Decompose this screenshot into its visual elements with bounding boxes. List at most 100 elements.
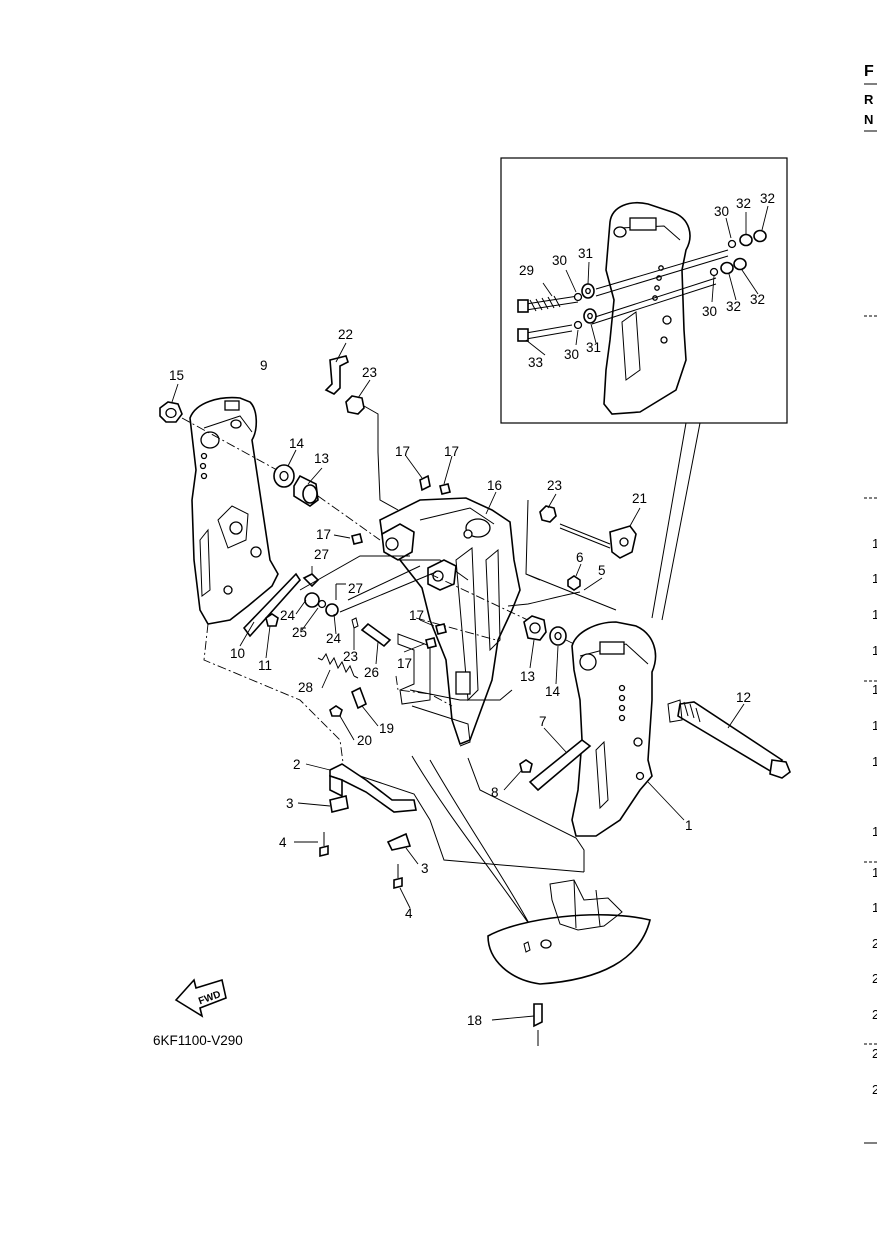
callout-11: 11 — [258, 658, 272, 673]
callout-32: 32 — [760, 191, 775, 206]
part-24-collars — [304, 592, 339, 617]
callout-32: 32 — [736, 196, 751, 211]
callout-3: 3 — [286, 796, 294, 811]
part-17-grease-nipples — [351, 474, 451, 649]
callout-27: 27 — [314, 547, 329, 562]
edge-number: 1 — [872, 754, 877, 769]
callout-31: 31 — [578, 246, 593, 261]
callout-30: 30 — [714, 204, 729, 219]
callout-17: 17 — [316, 527, 331, 542]
callout-4: 4 — [405, 906, 413, 921]
edge-number: 2 — [872, 971, 877, 986]
callout-14: 14 — [289, 436, 305, 451]
part-25-washer — [317, 599, 327, 609]
part-4-bolt — [319, 832, 403, 890]
callout-2: 2 — [293, 757, 301, 772]
edge-letter: N — [864, 112, 873, 127]
callout-5: 5 — [598, 563, 606, 578]
part-3-pad — [329, 795, 412, 851]
callout-23: 23 — [362, 365, 377, 380]
callout-4: 4 — [279, 835, 287, 850]
part-13-bushing — [293, 474, 319, 507]
part-6-bolt — [567, 575, 581, 591]
edge-number: 1 — [872, 900, 877, 915]
callout-25: 25 — [292, 625, 307, 640]
edge-number: 1 — [872, 824, 877, 839]
edge-number: 1 — [872, 536, 877, 551]
edge-number: 1 — [872, 865, 877, 880]
page-edge-fragment: F R N 1 1 1 1 1 1 1 1 1 1 2 2 2 2 2 — [864, 63, 877, 1144]
callout-17: 17 — [397, 656, 412, 671]
callout-labels: 1 2 3 3 4 4 5 6 7 8 9 10 11 12 13 13 14 … — [169, 191, 775, 1028]
part-7-plate — [528, 738, 592, 792]
edge-number: 1 — [872, 571, 877, 586]
part-11-bolt — [265, 613, 279, 627]
callout-27: 27 — [348, 581, 363, 596]
callout-24: 24 — [280, 608, 296, 623]
callout-3: 3 — [421, 861, 429, 876]
callout-14: 14 — [545, 684, 561, 699]
part-12-through-tube — [667, 699, 791, 779]
callout-8: 8 — [491, 785, 499, 800]
fwd-arrow-icon: FWD — [174, 978, 227, 1018]
callout-28: 28 — [298, 680, 313, 695]
callout-21: 21 — [632, 491, 647, 506]
callout-30: 30 — [702, 304, 717, 319]
callout-17: 17 — [395, 444, 410, 459]
part-15-nut — [159, 401, 183, 423]
callout-13: 13 — [520, 669, 535, 684]
callout-7: 7 — [539, 714, 547, 729]
edge-number: 1 — [872, 643, 877, 658]
callout-24: 24 — [326, 631, 342, 646]
swivel-bracket — [379, 497, 521, 747]
callout-13: 13 — [314, 451, 329, 466]
edge-number: 2 — [872, 1007, 877, 1022]
callout-12: 12 — [736, 690, 751, 705]
callout-33: 33 — [528, 355, 543, 370]
part-18-clip — [533, 1003, 543, 1046]
callout-6: 6 — [576, 550, 584, 565]
part-10-plate — [242, 572, 302, 638]
callout-17: 17 — [409, 608, 424, 623]
lower-casing — [487, 879, 651, 985]
edge-number: 2 — [872, 1082, 877, 1097]
part-26-pin — [360, 622, 392, 648]
edge-number: 1 — [872, 682, 877, 697]
callout-23: 23 — [343, 649, 358, 664]
edge-number: 2 — [872, 936, 877, 951]
part-22-lever — [324, 355, 349, 395]
inset-detail — [500, 157, 788, 424]
callout-32: 32 — [726, 299, 741, 314]
callout-31: 31 — [586, 340, 601, 355]
callout-22: 22 — [338, 327, 353, 342]
part-19-plate — [350, 686, 368, 710]
part-13-bushing-right — [523, 615, 547, 641]
callout-1: 1 — [685, 818, 693, 833]
part-21-tilt-stopper — [559, 523, 637, 559]
callout-29: 29 — [519, 263, 534, 278]
callout-30: 30 — [564, 347, 579, 362]
edge-number: 1 — [872, 607, 877, 622]
callout-23: 23 — [547, 478, 562, 493]
right-clamp-bracket — [571, 621, 657, 837]
callout-16: 16 — [487, 478, 502, 493]
callout-18: 18 — [467, 1013, 482, 1028]
diagram-code: 6KF1100-V290 — [153, 1033, 243, 1048]
callout-32: 32 — [750, 292, 765, 307]
callout-20: 20 — [357, 733, 372, 748]
left-clamp-bracket — [189, 396, 279, 625]
part-2-bracket — [329, 763, 417, 813]
part-28-spring — [317, 652, 359, 679]
callout-10: 10 — [230, 646, 245, 661]
callout-30: 30 — [552, 253, 567, 268]
edge-number: 2 — [872, 1046, 877, 1061]
edge-letter: F — [864, 63, 874, 80]
callout-26: 26 — [364, 665, 379, 680]
edge-letter: R — [864, 92, 874, 107]
part-23-bushing — [345, 395, 365, 415]
callout-19: 19 — [379, 721, 394, 736]
callout-17: 17 — [444, 444, 459, 459]
edge-number: 1 — [872, 718, 877, 733]
part-23-bushing-right — [539, 505, 557, 523]
